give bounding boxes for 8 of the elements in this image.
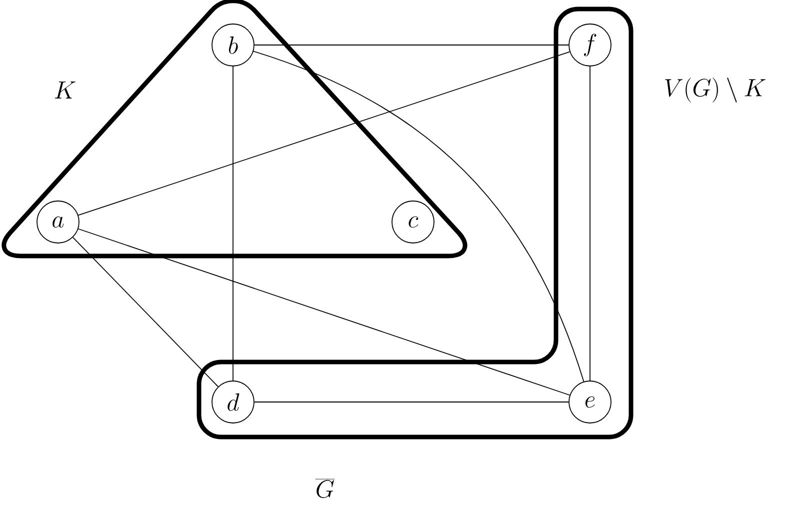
edge-line	[72, 236, 218, 388]
graph-label: $\overline{G}$	[315, 479, 335, 498]
edge-line	[78, 51, 570, 216]
node-label: $V(G) \setminus K$	[665, 78, 766, 102]
edge-line	[232, 66, 234, 381]
edge-line	[254, 44, 569, 46]
edge-line	[78, 228, 570, 396]
edge-line	[253, 50, 584, 382]
